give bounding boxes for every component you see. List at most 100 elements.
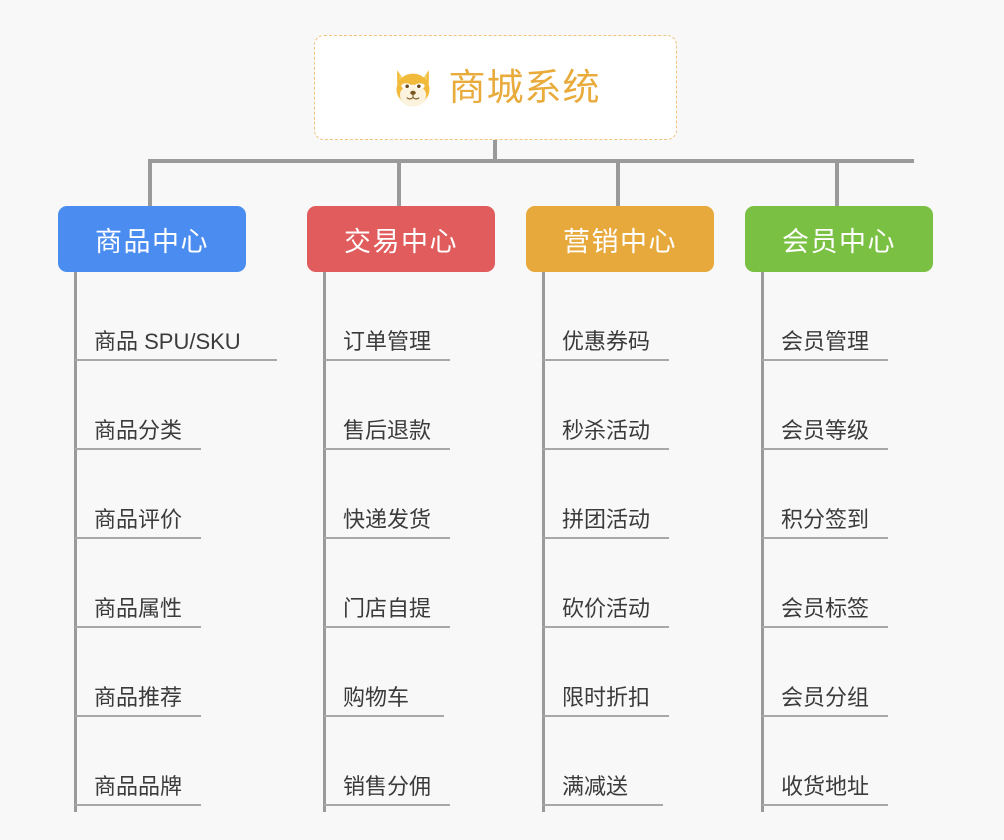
branch-column-trade-center: 交易中心订单管理售后退款快递发货门店自提购物车销售分佣 bbox=[307, 206, 495, 812]
leaf-label: 商品 SPU/SKU bbox=[94, 328, 241, 354]
leaf-underline bbox=[75, 448, 201, 450]
leaf-label: 快递发货 bbox=[343, 506, 432, 532]
leaf-label: 商品属性 bbox=[94, 595, 183, 621]
leaf-label: 砍价活动 bbox=[562, 595, 651, 621]
leaf-label: 秒杀活动 bbox=[562, 417, 651, 443]
leaf-item[interactable]: 订单管理 bbox=[307, 272, 495, 361]
leaf-item[interactable]: 购物车 bbox=[307, 628, 495, 717]
root-title: 商城系统 bbox=[448, 67, 601, 108]
leaf-underline bbox=[762, 804, 888, 806]
leaf-item[interactable]: 门店自提 bbox=[307, 539, 495, 628]
leaf-item[interactable]: 收货地址 bbox=[745, 717, 933, 806]
leaf-label: 商品分类 bbox=[94, 417, 183, 443]
branch-column-member-center: 会员中心会员管理会员等级积分签到会员标签会员分组收货地址 bbox=[745, 206, 933, 812]
connector-drop-3 bbox=[616, 159, 620, 209]
leaf-item[interactable]: 优惠券码 bbox=[526, 272, 714, 361]
leaf-item[interactable]: 会员分组 bbox=[745, 628, 933, 717]
leaf-label: 会员标签 bbox=[781, 595, 870, 621]
category-box-trade-center[interactable]: 交易中心 bbox=[307, 206, 495, 272]
leaf-underline bbox=[543, 448, 669, 450]
leaf-item[interactable]: 商品品牌 bbox=[58, 717, 246, 806]
leaf-label: 门店自提 bbox=[343, 595, 432, 621]
category-label: 会员中心 bbox=[782, 226, 896, 257]
category-label: 营销中心 bbox=[563, 226, 677, 257]
leaf-item[interactable]: 拼团活动 bbox=[526, 450, 714, 539]
leaf-label: 商品品牌 bbox=[94, 773, 183, 799]
connector-drop-2 bbox=[397, 159, 401, 209]
leaf-underline bbox=[762, 715, 888, 717]
leaf-item[interactable]: 会员标签 bbox=[745, 539, 933, 628]
leaf-underline bbox=[75, 359, 277, 361]
leaf-item[interactable]: 砍价活动 bbox=[526, 539, 714, 628]
leaf-underline bbox=[762, 448, 888, 450]
leaf-underline bbox=[75, 537, 201, 539]
connector-drop-4 bbox=[835, 159, 839, 209]
leaf-item[interactable]: 秒杀活动 bbox=[526, 361, 714, 450]
leaf-item[interactable]: 商品 SPU/SKU bbox=[58, 272, 277, 361]
leaf-label: 优惠券码 bbox=[562, 328, 651, 354]
leaf-item[interactable]: 商品评价 bbox=[58, 450, 246, 539]
leaf-list: 商品 SPU/SKU 商品分类商品评价商品属性商品推荐商品品牌 bbox=[58, 272, 277, 806]
leaf-label: 购物车 bbox=[343, 684, 410, 710]
category-box-member-center[interactable]: 会员中心 bbox=[745, 206, 933, 272]
leaf-label: 满减送 bbox=[562, 773, 629, 799]
leaf-label: 会员等级 bbox=[781, 417, 870, 443]
leaf-item[interactable]: 会员等级 bbox=[745, 361, 933, 450]
branch-column-product-center: 商品中心商品 SPU/SKU 商品分类商品评价商品属性商品推荐商品品牌 bbox=[58, 206, 277, 812]
leaf-underline bbox=[324, 537, 450, 539]
leaf-label: 销售分佣 bbox=[343, 773, 432, 799]
leaf-item[interactable]: 快递发货 bbox=[307, 450, 495, 539]
leaf-label: 售后退款 bbox=[343, 417, 432, 443]
leaf-label: 会员分组 bbox=[781, 684, 870, 710]
leaf-underline bbox=[762, 537, 888, 539]
leaf-item[interactable]: 积分签到 bbox=[745, 450, 933, 539]
branch-spine-member-center bbox=[761, 272, 764, 812]
leaf-underline bbox=[75, 626, 201, 628]
leaf-item[interactable]: 会员管理 bbox=[745, 272, 933, 361]
leaf-underline bbox=[762, 359, 888, 361]
leaf-underline bbox=[75, 804, 201, 806]
leaf-underline bbox=[324, 626, 450, 628]
branch-spine-product-center bbox=[74, 272, 77, 812]
leaf-underline bbox=[75, 715, 201, 717]
branch-spine-marketing-center bbox=[542, 272, 545, 812]
leaf-label: 会员管理 bbox=[781, 328, 870, 354]
leaf-label: 商品推荐 bbox=[94, 684, 183, 710]
leaf-underline bbox=[324, 804, 450, 806]
leaf-item[interactable]: 销售分佣 bbox=[307, 717, 495, 806]
category-label: 商品中心 bbox=[95, 226, 209, 257]
leaf-item[interactable]: 满减送 bbox=[526, 717, 714, 806]
leaf-list: 优惠券码秒杀活动拼团活动砍价活动限时折扣满减送 bbox=[526, 272, 714, 806]
branch-spine-trade-center bbox=[323, 272, 326, 812]
leaf-list: 订单管理售后退款快递发货门店自提购物车销售分佣 bbox=[307, 272, 495, 806]
leaf-label: 订单管理 bbox=[343, 328, 432, 354]
connector-root-stem bbox=[493, 140, 497, 161]
leaf-label: 限时折扣 bbox=[562, 684, 651, 710]
leaf-item[interactable]: 商品属性 bbox=[58, 539, 246, 628]
connector-drop-1 bbox=[148, 159, 152, 209]
leaf-underline bbox=[762, 626, 888, 628]
leaf-label: 拼团活动 bbox=[562, 506, 651, 532]
root-node[interactable]: 商城系统 bbox=[314, 35, 677, 140]
leaf-underline bbox=[324, 448, 450, 450]
connector-horizontal-bus bbox=[148, 159, 914, 163]
leaf-label: 收货地址 bbox=[781, 773, 870, 799]
leaf-list: 会员管理会员等级积分签到会员标签会员分组收货地址 bbox=[745, 272, 933, 806]
leaf-underline bbox=[324, 715, 444, 717]
category-box-marketing-center[interactable]: 营销中心 bbox=[526, 206, 714, 272]
category-label: 交易中心 bbox=[344, 226, 458, 257]
category-box-product-center[interactable]: 商品中心 bbox=[58, 206, 246, 272]
leaf-underline bbox=[543, 715, 669, 717]
leaf-underline bbox=[543, 537, 669, 539]
leaf-underline bbox=[543, 626, 669, 628]
leaf-item[interactable]: 限时折扣 bbox=[526, 628, 714, 717]
leaf-underline bbox=[543, 359, 669, 361]
leaf-item[interactable]: 商品推荐 bbox=[58, 628, 246, 717]
leaf-item[interactable]: 售后退款 bbox=[307, 361, 495, 450]
leaf-underline bbox=[324, 359, 450, 361]
leaf-label: 积分签到 bbox=[781, 506, 870, 532]
leaf-label: 商品评价 bbox=[94, 506, 183, 532]
leaf-item[interactable]: 商品分类 bbox=[58, 361, 246, 450]
shiba-dog-icon bbox=[396, 69, 429, 107]
